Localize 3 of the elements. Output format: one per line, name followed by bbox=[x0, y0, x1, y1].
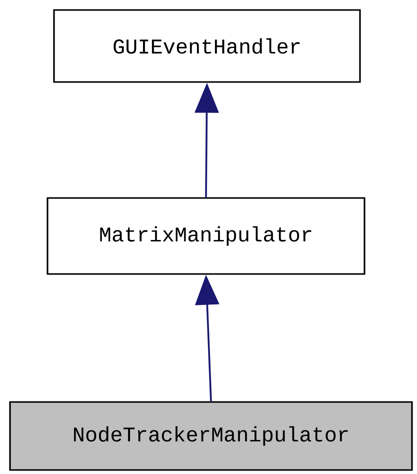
class-box: GUIEventHandler bbox=[53, 9, 361, 83]
class-box: MatrixManipulator bbox=[46, 197, 366, 275]
class-box: NodeTrackerManipulator bbox=[9, 401, 413, 471]
